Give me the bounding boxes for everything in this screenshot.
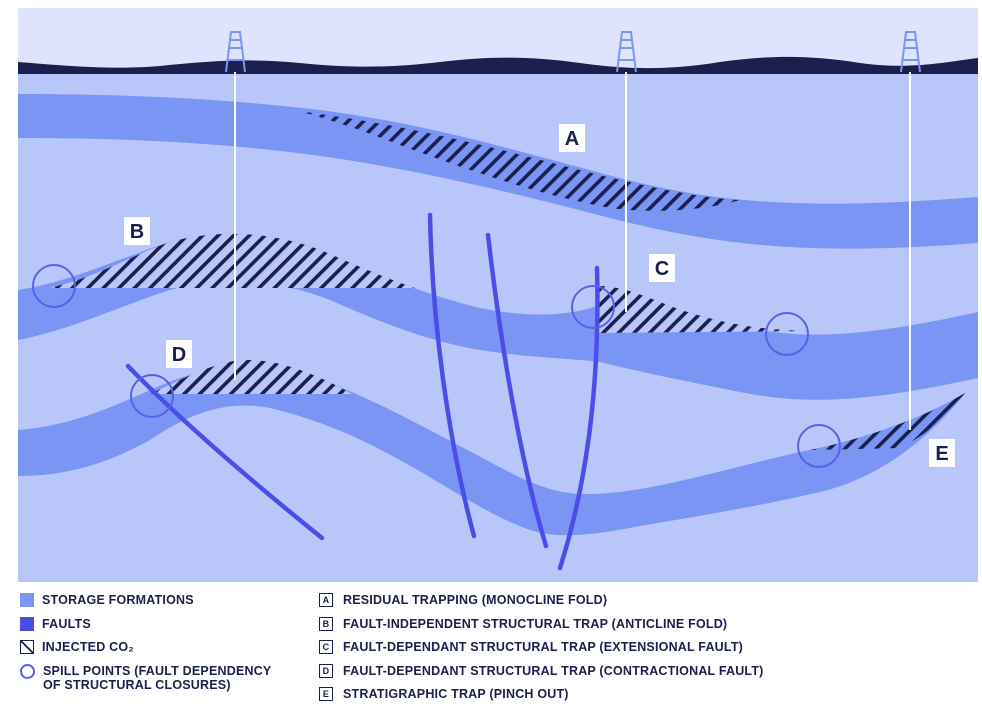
- legend-item-storage: STORAGE FORMATIONS: [20, 593, 310, 617]
- legend-key-e: E STRATIGRAPHIC TRAP (PINCH OUT): [319, 687, 839, 711]
- legend-label: FAULT-DEPENDANT STRUCTURAL TRAP (EXTENSI…: [343, 640, 744, 654]
- legend-label: FAULTS: [42, 616, 91, 631]
- fault-3: [485, 232, 549, 549]
- co2-trap-e: [810, 393, 965, 450]
- co2-trap-d: [150, 359, 352, 394]
- legend-label-line2: OF STRUCTURAL CLOSURES): [43, 677, 231, 692]
- storage-formation-3: [18, 364, 965, 536]
- svg-text:D: D: [172, 344, 186, 366]
- legend-label: INJECTED CO₂: [42, 640, 134, 654]
- trap-label-e: E: [929, 439, 955, 467]
- key-box: C: [319, 640, 333, 654]
- legend-item-co2: INJECTED CO₂: [20, 640, 310, 664]
- fault-2: [427, 212, 477, 539]
- trap-label-b: B: [124, 217, 150, 245]
- svg-text:B: B: [130, 221, 144, 243]
- spill-point-b: [32, 264, 76, 308]
- trap-label-d: D: [166, 340, 192, 368]
- surface-hills: [18, 56, 978, 74]
- key-box: A: [319, 593, 333, 607]
- derrick-icon: [900, 31, 921, 73]
- svg-text:A: A: [565, 128, 579, 150]
- derrick-icon: [225, 31, 246, 73]
- fault-4: [557, 265, 600, 571]
- storage-swatch-icon: [20, 593, 34, 607]
- co2-trap-a: [298, 111, 740, 211]
- trap-label-c: C: [649, 254, 675, 282]
- spill-point-c-left: [571, 285, 615, 329]
- legend-item-spill-points: SPILL POINTS (FAULT DEPENDENCY OF STRUCT…: [20, 663, 310, 698]
- geology-cross-section: A B C D E: [18, 8, 978, 582]
- legend-label: STRATIGRAPHIC TRAP (PINCH OUT): [343, 687, 569, 701]
- legend-label: RESIDUAL TRAPPING (MONOCLINE FOLD): [343, 593, 608, 607]
- legend-item-faults: FAULTS: [20, 616, 310, 641]
- svg-text:C: C: [655, 258, 669, 280]
- co2-trap-b: [50, 233, 415, 288]
- svg-text:E: E: [935, 443, 948, 465]
- key-box: D: [319, 663, 333, 678]
- key-box: B: [319, 616, 333, 631]
- legend-key-c: C FAULT-DEPENDANT STRUCTURAL TRAP (EXTEN…: [319, 640, 839, 664]
- fault-1: [125, 363, 325, 541]
- legend-label: STORAGE FORMATIONS: [42, 593, 194, 607]
- legend-label-line1: SPILL POINTS (FAULT DEPENDENCY: [43, 663, 272, 678]
- legend-label: FAULT-INDEPENDENT STRUCTURAL TRAP (ANTIC…: [343, 616, 728, 631]
- legend-keys: A RESIDUAL TRAPPING (MONOCLINE FOLD) B F…: [319, 593, 839, 711]
- trap-label-a: A: [559, 124, 585, 152]
- key-box: E: [319, 687, 333, 701]
- spill-point-c-right: [765, 312, 809, 356]
- hatch-swatch-icon: [20, 640, 34, 654]
- legend-symbols: STORAGE FORMATIONS FAULTS INJECTED CO₂ S…: [20, 593, 310, 698]
- derrick-icon: [616, 31, 637, 73]
- legend-key-d: D FAULT-DEPENDANT STRUCTURAL TRAP (CONTR…: [319, 663, 839, 688]
- spill-point-e: [797, 424, 841, 468]
- spill-point-d: [130, 374, 174, 418]
- legend-key-a: A RESIDUAL TRAPPING (MONOCLINE FOLD): [319, 593, 839, 617]
- co2-trap-c: [598, 286, 810, 333]
- fault-swatch-icon: [20, 616, 34, 631]
- legend-label: FAULT-DEPENDANT STRUCTURAL TRAP (CONTRAC…: [343, 663, 764, 678]
- legend-key-b: B FAULT-INDEPENDENT STRUCTURAL TRAP (ANT…: [319, 616, 839, 641]
- circle-outline-icon: [20, 663, 35, 679]
